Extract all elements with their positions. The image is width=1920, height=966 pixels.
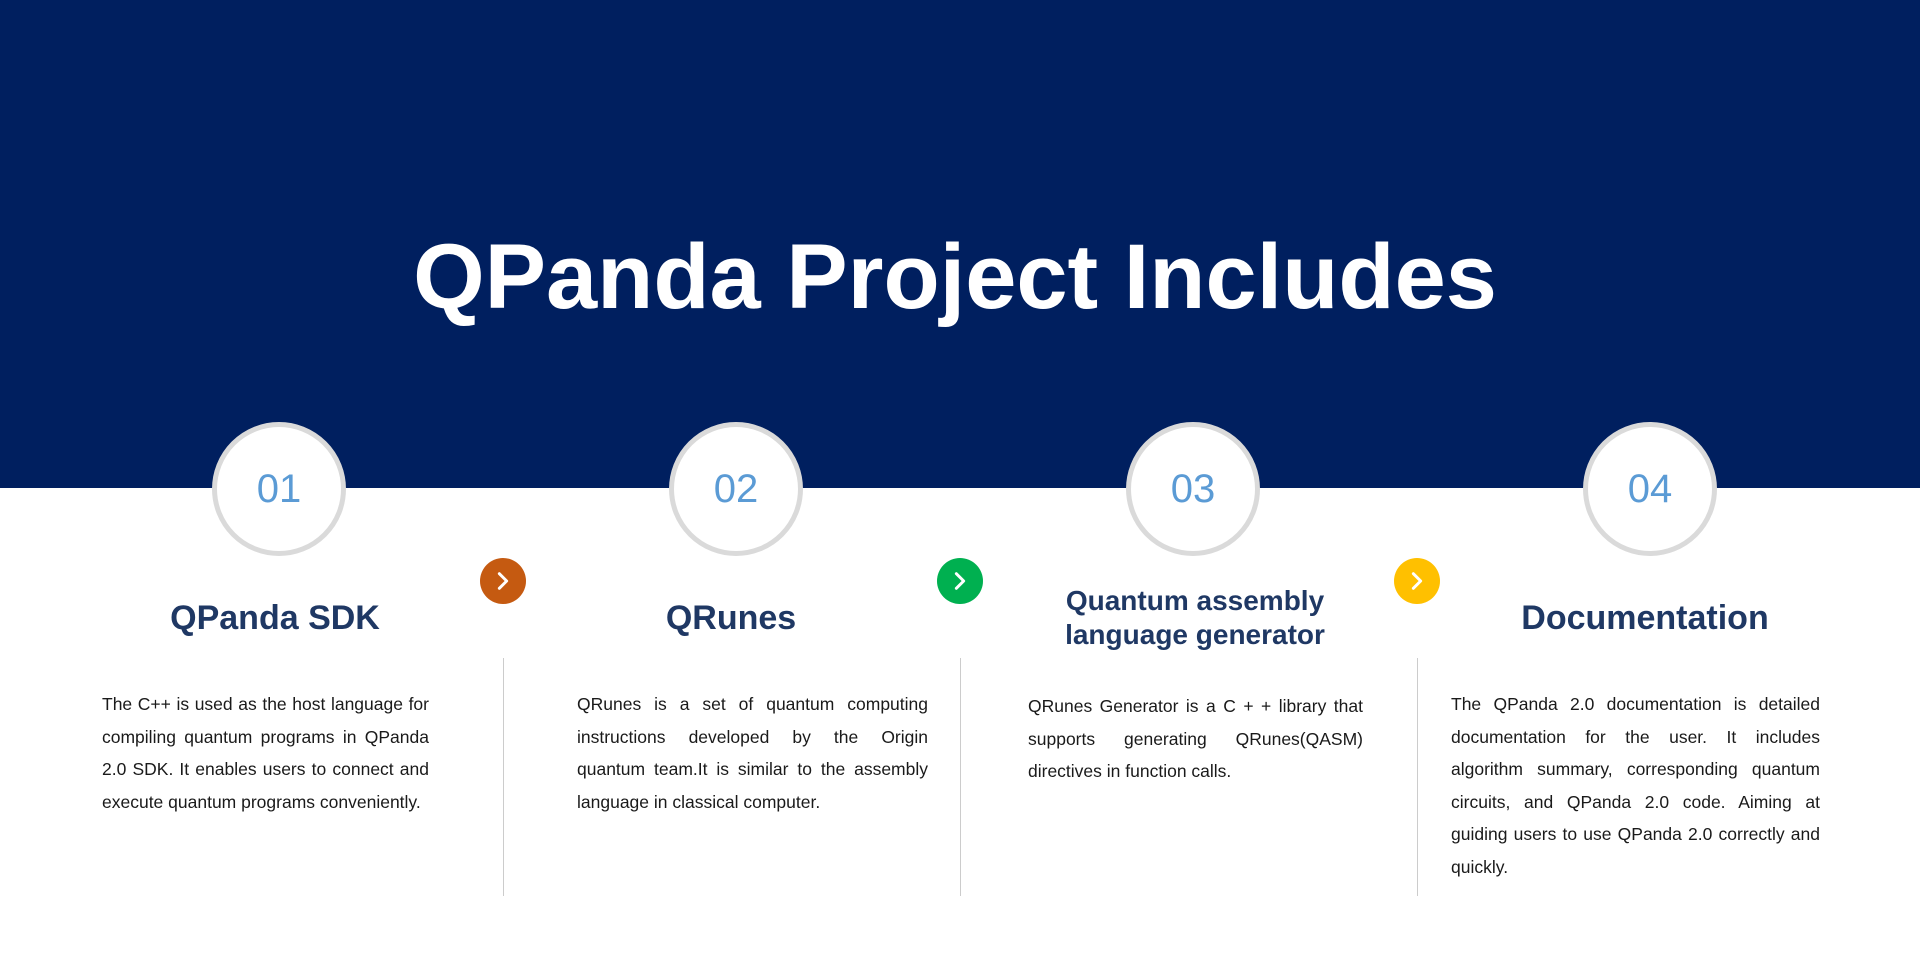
next-arrow-button[interactable] [937, 558, 983, 604]
step-title: Documentation [1521, 599, 1769, 637]
step-title: QRunes [665, 599, 797, 637]
next-arrow-button[interactable] [1394, 558, 1440, 604]
step-number-circle: 01 [212, 422, 346, 556]
step-description: The QPanda 2.0 documentation is detailed… [1451, 694, 1820, 877]
step-description: QRunes Generator is a C + + library that… [1028, 696, 1363, 781]
step-number-circle: 02 [669, 422, 803, 556]
next-arrow-button[interactable] [480, 558, 526, 604]
step-title: QPanda SDK [170, 599, 380, 637]
step-title: Quantum assembly language generator [1065, 585, 1325, 650]
chevron-right-icon [954, 572, 966, 590]
step-number-circle: 04 [1583, 422, 1717, 556]
column-divider [1417, 658, 1418, 896]
page-title: QPanda Project Includes [413, 226, 1497, 328]
step-description: QRunes is a set of quantum computing ins… [577, 694, 928, 812]
step-description: The C++ is used as the host language for… [102, 694, 429, 812]
column-divider [960, 658, 961, 896]
column-divider [503, 658, 504, 896]
chevron-right-icon [497, 572, 509, 590]
chevron-right-icon [1411, 572, 1423, 590]
hero-banner: QPanda Project Includes [0, 0, 1920, 488]
step-number-circle: 03 [1126, 422, 1260, 556]
